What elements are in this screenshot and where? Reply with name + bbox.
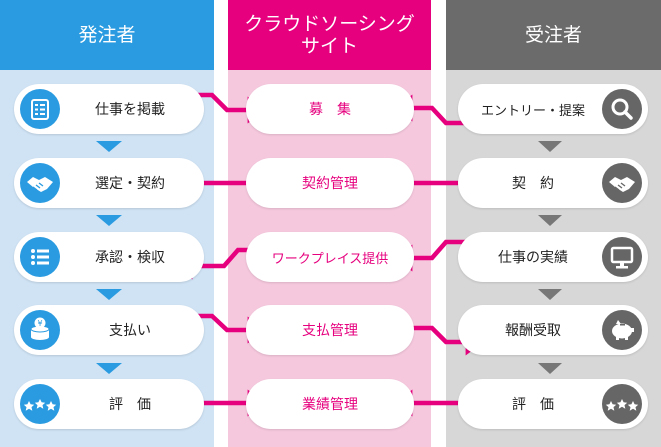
contractor-step-evaluate: 評 価: [458, 379, 648, 429]
client-step-label: 評 価: [109, 397, 151, 413]
contractor-step-label: エントリー・提案: [480, 103, 585, 119]
client-column-title: 発注者: [78, 24, 136, 46]
contractor-step-arrows: [538, 141, 562, 374]
piggy-bank-icon: [602, 310, 642, 350]
client-step-payment: ¥ 支払い: [14, 305, 204, 355]
contractor-step-label: 報酬受取: [505, 323, 561, 339]
contractor-step-arrow: [538, 289, 562, 300]
handshake-icon: [602, 163, 642, 203]
handshake-icon: [20, 163, 60, 203]
client-step-label: 仕事を掲載: [95, 102, 165, 118]
client-step-label: 承認・検収: [95, 250, 165, 266]
client-step-arrow: [96, 215, 122, 226]
contractor-step-label: 仕事の実績: [498, 250, 568, 266]
monitor-icon: [602, 237, 642, 277]
client-step-arrow: [96, 141, 122, 152]
contractor-step-contract: 契 約: [458, 158, 648, 208]
client-step-arrows: [96, 141, 122, 374]
contractor-column-bg: [446, 0, 661, 447]
svg-text:¥: ¥: [37, 319, 42, 328]
platform-step-payment-mgmt: 支払管理: [246, 305, 414, 355]
stars-icon: [602, 384, 642, 424]
stars-icon: [20, 384, 60, 424]
contractor-column-header: 受注者: [446, 0, 661, 70]
client-column-header: 発注者: [0, 0, 214, 70]
platform-step-label: 募 集: [309, 102, 351, 118]
client-step-label: 選定・契約: [95, 176, 165, 192]
contractor-step-label: 契 約: [512, 176, 554, 192]
client-step-arrow: [96, 363, 122, 374]
platform-step-workplace: ワークプレイス提供: [246, 232, 414, 282]
client-step-approve: 承認・検収: [14, 232, 204, 282]
client-step-select-contract: 選定・契約: [14, 158, 204, 208]
platform-column-title-line1: クラウドソーシング: [244, 13, 415, 35]
platform-step-label: ワークプレイス提供: [271, 251, 389, 267]
contractor-step-arrow: [538, 363, 562, 374]
platform-step-recruit: 募 集: [246, 84, 414, 134]
contractor-step-arrow: [538, 215, 562, 226]
platform-column-title-line2: サイト: [300, 35, 358, 57]
platform-step-contract-mgmt: 契約管理: [246, 158, 414, 208]
client-step-post-job: 仕事を掲載: [14, 84, 204, 134]
contractor-step-entry: エントリー・提案: [458, 84, 648, 134]
contractor-step-work-results: 仕事の実績: [458, 232, 648, 282]
contractor-step-label: 評 価: [512, 397, 554, 413]
platform-column-bg: [228, 0, 431, 447]
contractor-step-arrow: [538, 141, 562, 152]
client-step-arrow: [96, 289, 122, 300]
client-step-evaluate: 評 価: [14, 379, 204, 429]
yen-coins-icon: ¥: [20, 310, 60, 350]
checklist-icon: [20, 237, 60, 277]
platform-column-header: クラウドソーシング サイト: [228, 0, 431, 70]
platform-step-performance-mgmt: 業績管理: [246, 379, 414, 429]
contractor-step-receive-pay: 報酬受取: [458, 305, 648, 355]
platform-step-label: 支払管理: [302, 323, 358, 339]
document-list-icon: [20, 89, 60, 129]
contractor-column-title: 受注者: [524, 24, 582, 46]
platform-step-label: 業績管理: [302, 397, 358, 413]
platform-step-label: 契約管理: [302, 176, 358, 192]
client-step-label: 支払い: [109, 323, 151, 339]
search-icon: [602, 89, 642, 129]
